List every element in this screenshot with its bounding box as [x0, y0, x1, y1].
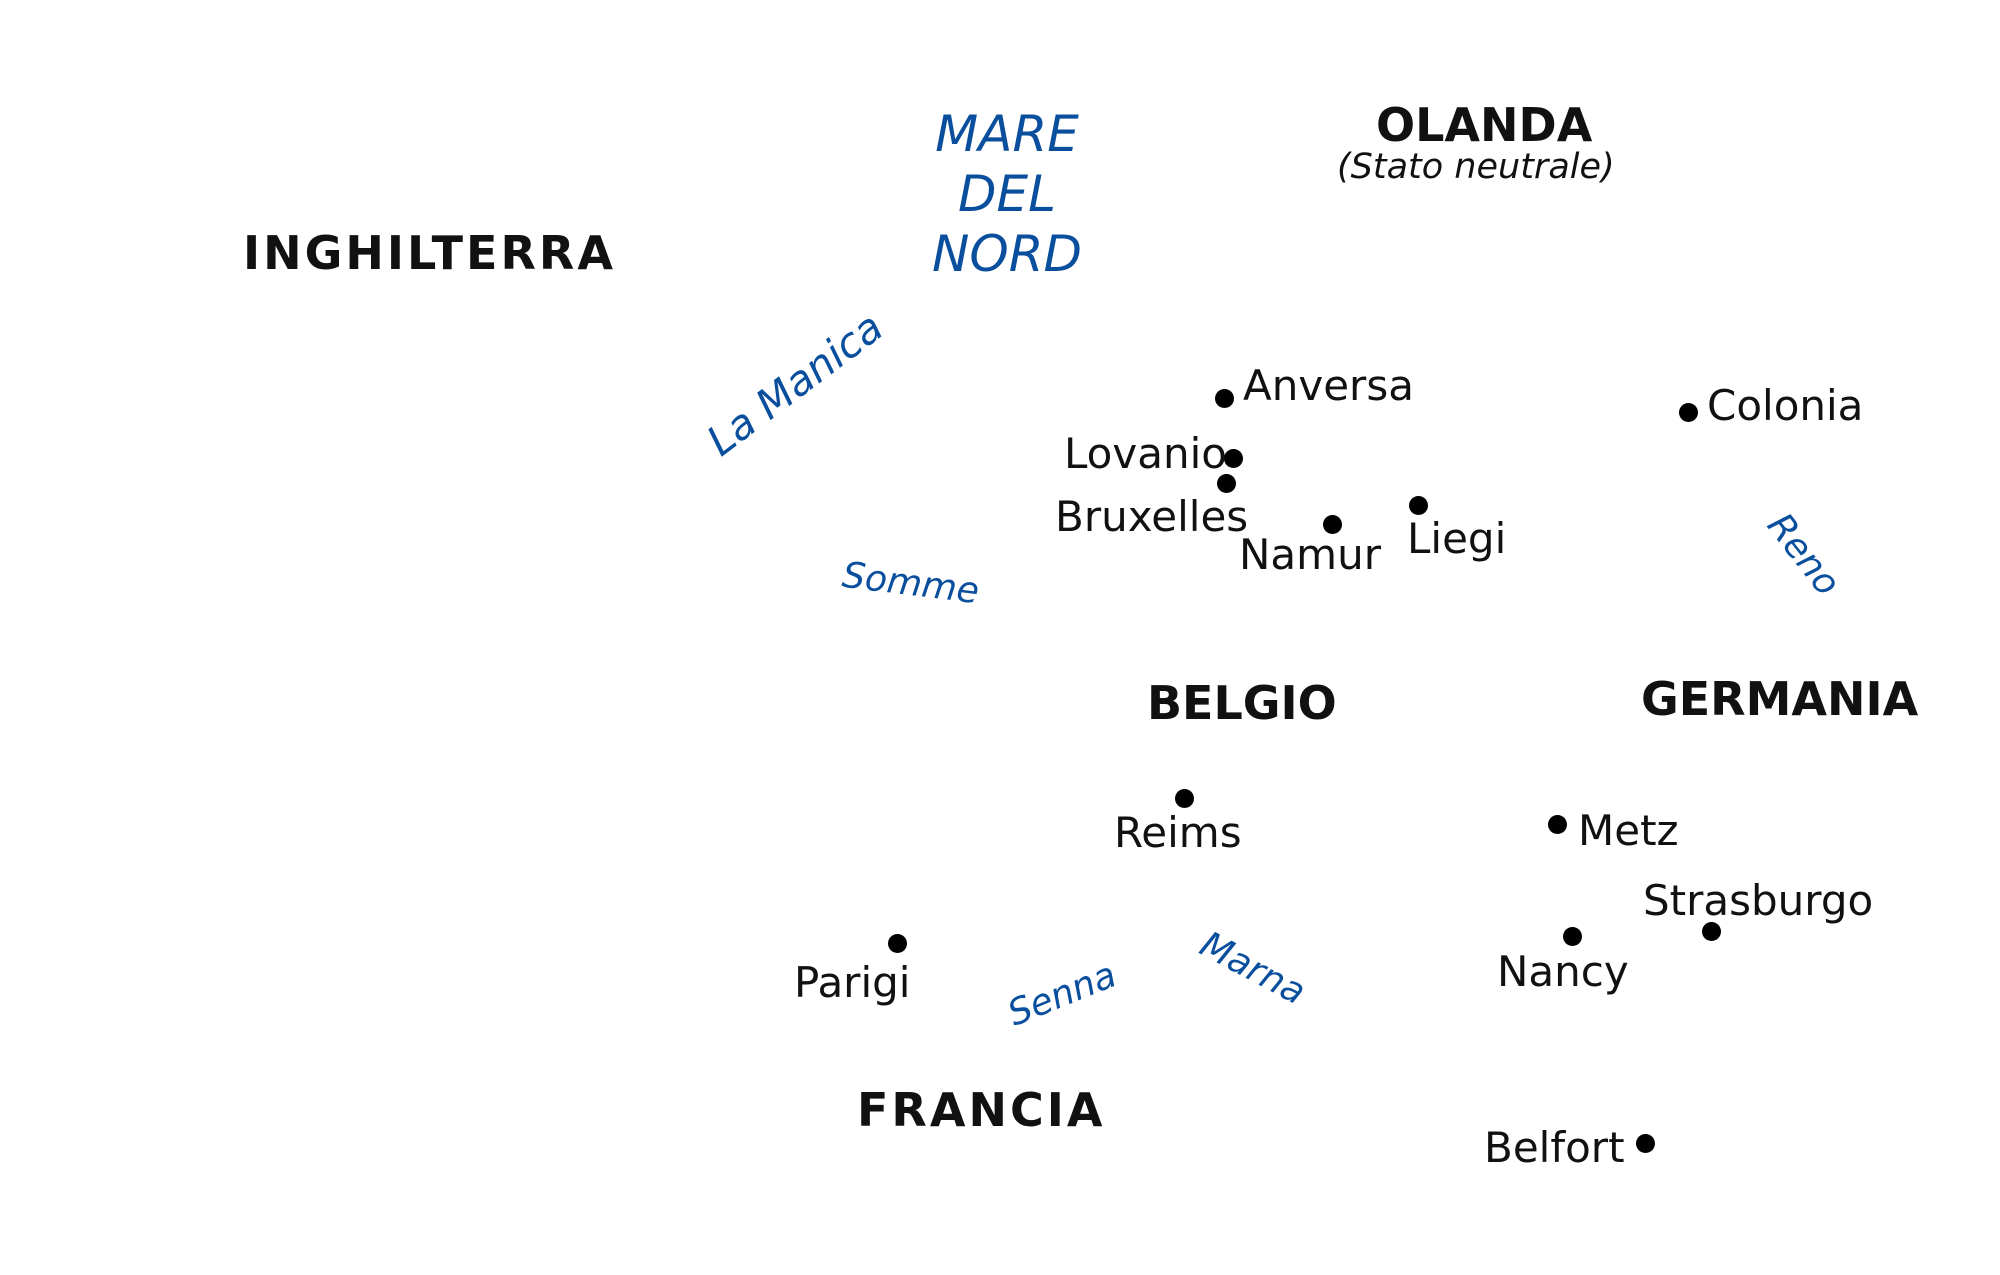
city-dot-parigi — [888, 934, 907, 953]
city-dot-namur — [1323, 515, 1342, 534]
city-label-metz: Metz — [1578, 806, 1679, 855]
city-dot-belfort — [1636, 1134, 1655, 1153]
country-label-francia: FRANCIA — [857, 1083, 1106, 1137]
country-label-inghilterra: INGHILTERRA — [243, 226, 616, 280]
city-dot-bruxelles — [1217, 474, 1236, 493]
city-label-colonia: Colonia — [1707, 381, 1864, 430]
river-label-senna: Senna — [1002, 954, 1123, 1035]
city-dot-nancy — [1563, 927, 1582, 946]
city-label-reims: Reims — [1114, 808, 1242, 857]
sea-label-line-3: NORD — [932, 225, 1082, 283]
river-label-reno: Reno — [1758, 505, 1848, 604]
sea-label-mare-del-nord: MARE DEL NORD — [932, 104, 1082, 284]
city-label-lovanio: Lovanio — [1064, 429, 1227, 478]
sea-label-line-1: MARE — [935, 105, 1079, 163]
city-dot-strasburgo — [1702, 922, 1721, 941]
country-label-germania: GERMANIA — [1641, 672, 1919, 726]
city-dot-reims — [1175, 789, 1194, 808]
river-label-marna: Marna — [1193, 923, 1313, 1014]
city-label-namur: Namur — [1239, 530, 1381, 579]
city-dot-lovanio — [1224, 449, 1243, 468]
city-label-belfort: Belfort — [1484, 1123, 1625, 1172]
city-dot-metz — [1548, 815, 1567, 834]
country-note-olanda: (Stato neutrale) — [1337, 147, 1615, 187]
city-label-anversa: Anversa — [1243, 361, 1414, 410]
city-label-liegi: Liegi — [1407, 514, 1507, 563]
city-dot-anversa — [1215, 389, 1234, 408]
city-label-strasburgo: Strasburgo — [1643, 876, 1874, 925]
country-label-olanda: OLANDA — [1376, 98, 1593, 152]
city-label-bruxelles: Bruxelles — [1055, 492, 1249, 541]
city-dot-liegi — [1409, 496, 1428, 515]
river-label-somme: Somme — [840, 554, 982, 613]
city-label-nancy: Nancy — [1497, 947, 1629, 996]
city-dot-colonia — [1679, 403, 1698, 422]
sea-label-line-2: DEL — [958, 165, 1056, 223]
water-label-la-manica: La Manica — [698, 302, 892, 466]
city-label-parigi: Parigi — [794, 958, 911, 1007]
country-label-belgio: BELGIO — [1147, 676, 1337, 730]
